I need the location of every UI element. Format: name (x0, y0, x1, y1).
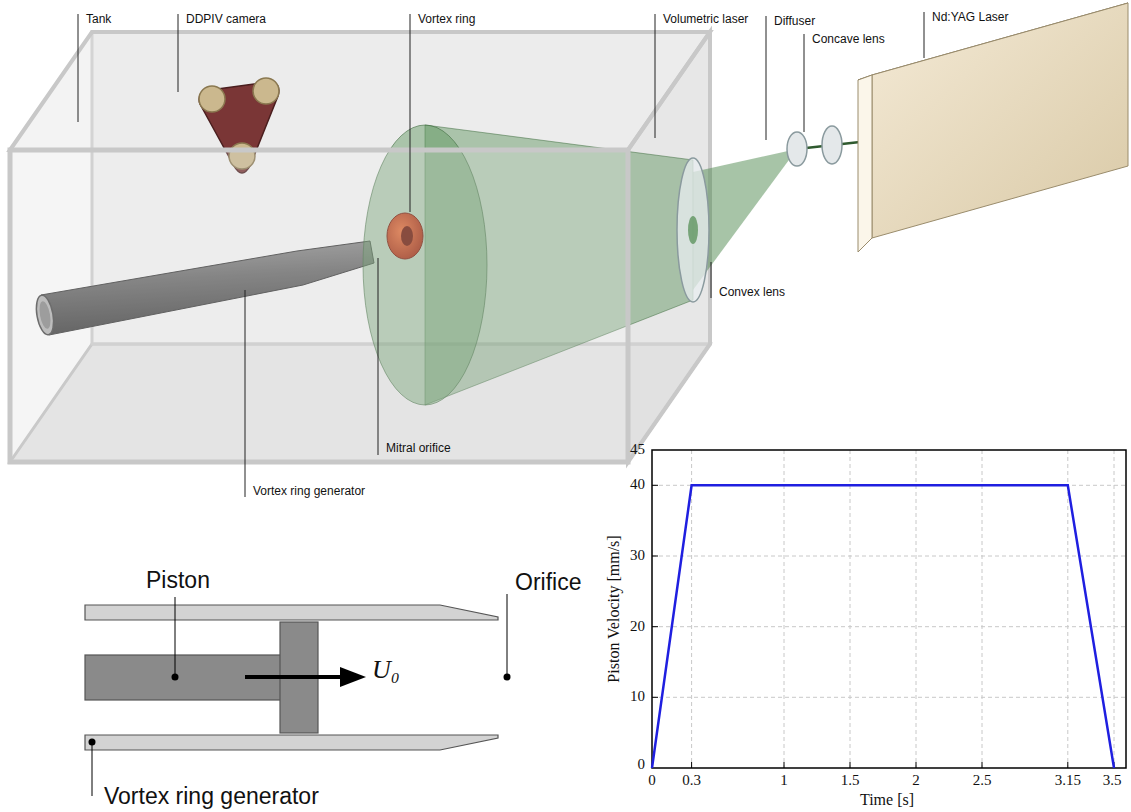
leader-line (766, 16, 767, 140)
leader-line (92, 742, 93, 796)
tick-label: 3.15 (1055, 772, 1081, 789)
tick-label: 40 (630, 477, 645, 494)
leader-line (924, 12, 925, 58)
grid-line (1114, 450, 1115, 768)
axis-title: Piston Velocity [mm/s] (605, 535, 623, 682)
tick-label: 0.3 (682, 772, 701, 789)
grid-line (850, 450, 851, 768)
lens-mount (688, 216, 698, 244)
tick-label: 0 (648, 772, 656, 789)
tick-label: 20 (630, 618, 645, 635)
part-label: Vortex ring generator (253, 485, 365, 499)
part-label: Orifice (515, 569, 581, 595)
leader-line (178, 14, 179, 92)
leader-line (711, 262, 712, 298)
leader-line (804, 34, 805, 132)
tank-top (10, 32, 710, 150)
tube-wall (85, 605, 498, 620)
part-label: Tank (86, 13, 111, 27)
generator-schematic (85, 594, 511, 796)
tick-label: 30 (630, 547, 645, 564)
arrow-head (340, 667, 366, 687)
grid-line (1067, 450, 1068, 768)
grid-line (652, 626, 1126, 627)
nd-yag-laser (858, 3, 1128, 252)
leader-line (655, 14, 656, 138)
plot-frame (652, 450, 1126, 768)
leader-line (507, 594, 508, 677)
velocity-curve (652, 485, 1114, 768)
part-label: Piston (146, 567, 210, 593)
concave-lens (822, 126, 842, 164)
tick-label: 45 (630, 441, 645, 458)
grid-line (916, 450, 917, 768)
velocity-symbol: U₀ (372, 655, 400, 685)
tick-label: 10 (630, 689, 645, 706)
laser-side (872, 3, 1128, 238)
grid (652, 450, 1126, 768)
tick-label: 1 (780, 772, 788, 789)
part-label: DDPIV camera (186, 13, 266, 27)
tick-label: 2 (912, 772, 920, 789)
part-label: Vortex ring (418, 13, 475, 27)
tick-label: 1.5 (841, 772, 860, 789)
ticks (652, 485, 1114, 768)
leader-line (245, 290, 246, 497)
part-label: Diffuser (774, 15, 815, 29)
part-label: Volumetric laser (663, 13, 748, 27)
leader-line (410, 14, 411, 212)
leader-line (378, 258, 379, 455)
part-label: Vortex ring generator (104, 783, 319, 809)
tank (10, 32, 710, 462)
leader-line (175, 597, 176, 677)
tank-front (10, 150, 628, 462)
grid-line (784, 450, 785, 768)
grid-line (652, 697, 1126, 698)
grid-line (691, 450, 692, 768)
tube-wall (85, 735, 498, 750)
camera-lens (199, 86, 225, 112)
part-label: Nd:YAG Laser (932, 11, 1008, 25)
part-label: Convex lens (719, 286, 785, 300)
convex-lens (677, 158, 709, 302)
velocity-arrow (245, 675, 343, 679)
diffuser (787, 132, 807, 166)
tick-label: 2.5 (973, 772, 992, 789)
part-label: Mitral orifice (386, 442, 451, 456)
leader-line (78, 14, 79, 122)
tick-label: 0 (638, 756, 646, 773)
axis-title: Time [s] (860, 791, 914, 809)
leader-lines (78, 12, 924, 497)
part-label: Concave lens (812, 33, 885, 47)
camera-lens (253, 78, 279, 104)
tick-label: 3.5 (1103, 772, 1122, 789)
grid-line (982, 450, 983, 768)
velocity-chart (652, 450, 1126, 768)
laser-end (858, 75, 872, 252)
grid-line (652, 556, 1126, 557)
